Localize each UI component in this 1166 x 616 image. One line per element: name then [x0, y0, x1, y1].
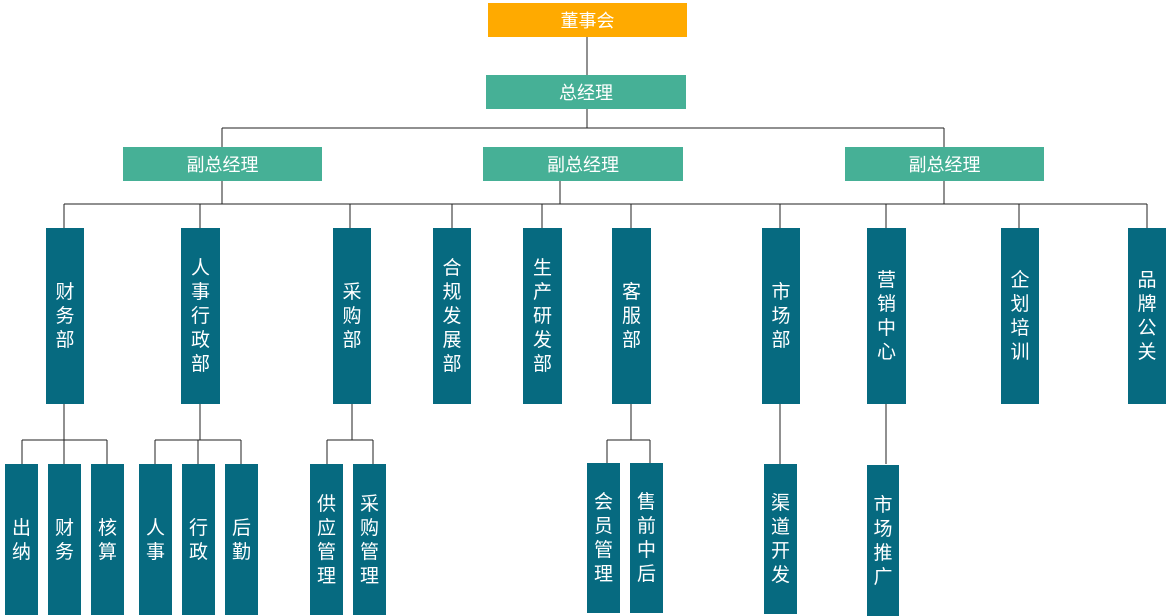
board-box: 董事会	[488, 3, 687, 37]
dept-brand-pr: 品牌公关	[1128, 228, 1166, 404]
dept-customer-service: 客服部	[612, 228, 651, 404]
sub-finance-accounts: 财务	[48, 464, 81, 615]
dept-label: 品牌公关	[1137, 269, 1157, 363]
vp-box-3: 副总经理	[845, 147, 1044, 181]
sub-market-channels: 渠道开发	[764, 464, 797, 614]
vp-label: 副总经理	[908, 155, 981, 176]
sub-hr-logistics: 后勤	[225, 464, 258, 615]
dept-label: 营销中心	[876, 269, 896, 363]
dept-label: 市场部	[771, 281, 791, 351]
dept-hr-admin: 人事行政部	[181, 228, 220, 404]
sub-purchase-management: 采购管理	[353, 464, 386, 615]
sub-label: 出纳	[11, 516, 31, 563]
sub-label: 售前中后	[636, 491, 656, 585]
sub-label: 核算	[97, 516, 117, 563]
sub-label: 人事	[145, 516, 165, 563]
vp-box-2: 副总经理	[483, 147, 683, 181]
sub-finance-audit: 核算	[91, 464, 124, 615]
sub-label: 后勤	[231, 516, 251, 563]
vp-label: 副总经理	[547, 155, 619, 176]
sub-label: 会员管理	[593, 491, 613, 585]
general-manager-label: 总经理	[559, 83, 613, 104]
dept-label: 合规发展部	[442, 257, 462, 375]
dept-marketing: 市场部	[762, 228, 800, 404]
sub-label: 采购管理	[359, 492, 379, 587]
sub-finance-cashier: 出纳	[5, 464, 38, 615]
board-label: 董事会	[560, 11, 615, 32]
dept-label: 人事行政部	[190, 257, 210, 375]
dept-compliance: 合规发展部	[433, 228, 471, 404]
sub-service-sales-support: 售前中后	[630, 463, 663, 613]
dept-label: 生产研发部	[532, 257, 552, 375]
dept-sales-center: 营销中心	[867, 228, 906, 404]
dept-rnd: 生产研发部	[523, 228, 562, 404]
sub-hr-personnel: 人事	[139, 464, 172, 615]
dept-planning-training: 企划培训	[1001, 228, 1039, 404]
dept-purchasing: 采购部	[333, 228, 371, 404]
sub-service-membership: 会员管理	[587, 463, 620, 613]
sub-label: 市场推广	[873, 493, 893, 588]
sub-purchase-supply: 供应管理	[310, 464, 343, 615]
dept-label: 采购部	[342, 281, 362, 351]
sub-sales-promotion: 市场推广	[867, 465, 899, 616]
dept-finance: 财务部	[46, 228, 84, 404]
sub-label: 行政	[188, 516, 208, 563]
general-manager-box: 总经理	[486, 75, 686, 109]
sub-hr-admin: 行政	[182, 464, 215, 615]
vp-box-1: 副总经理	[123, 147, 322, 181]
sub-label: 渠道开发	[770, 492, 790, 586]
sub-label: 供应管理	[316, 492, 336, 587]
dept-label: 客服部	[621, 281, 641, 351]
sub-label: 财务	[54, 516, 74, 563]
dept-label: 财务部	[55, 281, 75, 351]
dept-label: 企划培训	[1010, 269, 1030, 363]
vp-label: 副总经理	[186, 155, 259, 176]
